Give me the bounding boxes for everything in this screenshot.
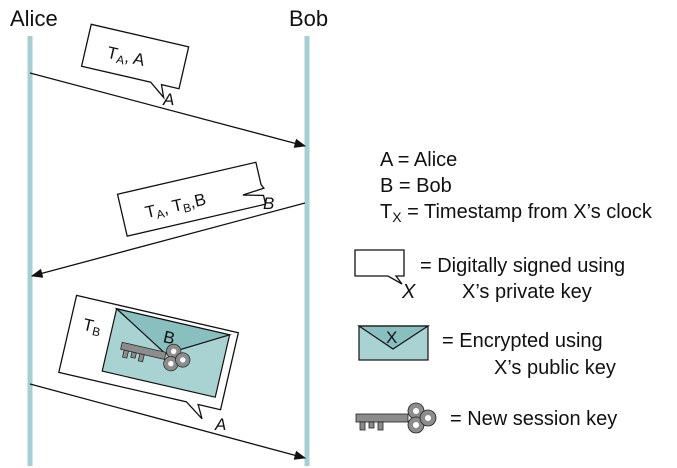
message-1-arrow xyxy=(29,72,307,148)
legend-envelope-icon: X xyxy=(357,325,431,361)
legend-encrypted-line2: X’s public key xyxy=(494,357,616,379)
message-2: TA, TB,B B xyxy=(30,161,306,278)
message-2-content: TA, TB,B xyxy=(143,190,208,225)
message-1-bubble: TA, A xyxy=(80,23,190,100)
message-3-arrow xyxy=(29,383,307,460)
participant-bob: Bob xyxy=(289,6,328,31)
message-2-signer: B xyxy=(263,194,274,213)
message-2-bubble: TA, TB,B xyxy=(116,161,267,237)
legend-encrypted-symbol: X xyxy=(386,328,397,347)
participant-alice: Alice xyxy=(10,6,58,31)
message-3-key-icon xyxy=(120,341,191,372)
legend-signed-line2: X’s private key xyxy=(462,281,592,303)
message-1: TA, A A xyxy=(29,23,307,148)
signed-bubble-icon xyxy=(354,249,405,285)
legend-definition-bob: B = Bob xyxy=(380,175,452,197)
legend-key-icon xyxy=(355,402,437,434)
legend: A = Alice B = Bob TX = Timestamp from X’… xyxy=(354,149,653,434)
legend-encrypted-line1: = Encrypted using xyxy=(442,330,603,352)
message-3-recipient: B xyxy=(161,327,176,348)
legend-signed-symbol: X xyxy=(401,281,416,303)
message-3-timestamp: TB xyxy=(81,315,104,340)
message-3: TB B A xyxy=(29,294,307,460)
message-3-bubble: TB B xyxy=(58,294,240,420)
legend-signed-line1: = Digitally signed using xyxy=(420,255,625,277)
message-3-signer: A xyxy=(214,415,226,434)
legend-definition-alice: A = Alice xyxy=(380,149,457,171)
legend-definition-timestamp: TX = Timestamp from X’s clock xyxy=(380,201,653,225)
legend-key-label: = New session key xyxy=(450,408,617,430)
message-1-signer: A xyxy=(162,90,174,109)
message-1-content: TA, A xyxy=(105,43,148,73)
message-2-arrow xyxy=(30,202,306,278)
